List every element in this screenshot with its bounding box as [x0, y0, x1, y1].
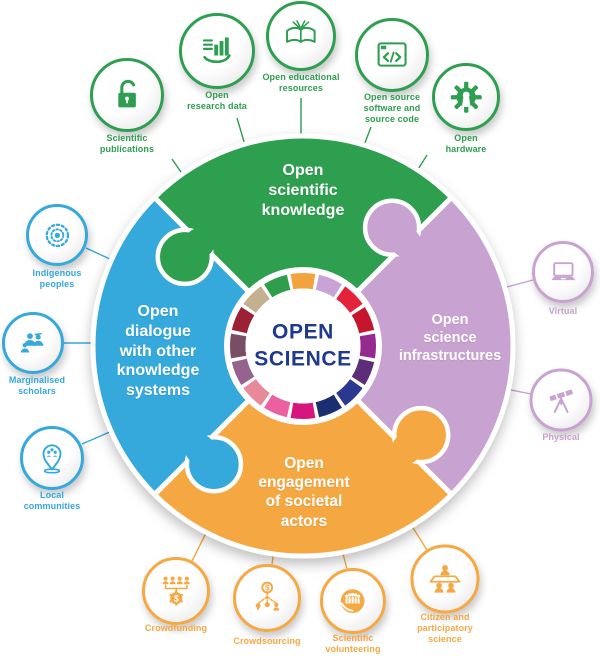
ring-segment [315, 394, 342, 418]
ring-segment [229, 333, 247, 359]
ring-segment [264, 274, 291, 298]
ring-segment [231, 307, 255, 334]
center-title-line2: SCIENCE [254, 348, 352, 371]
quadrant-label-open-scientific-knowledge: Open scientific knowledge [261, 162, 345, 219]
satellite-label-crowdfunding: Crowdfunding [144, 623, 208, 633]
satellite-label-scientific-publications: Scientific publications [99, 133, 155, 154]
ring-segment [290, 402, 316, 419]
ring-segment [351, 358, 375, 385]
puzzle-neck-blue [184, 434, 215, 465]
ring-segment [315, 274, 342, 298]
satellite-label-virtual: Virtual [548, 306, 578, 316]
center-disc [245, 288, 361, 404]
satellite-label-open-research-data: Open research data [187, 90, 247, 111]
ring-segment [359, 333, 377, 359]
ring-segment [243, 286, 270, 313]
satellite-label-open-educational-resources: Open educational resources [262, 72, 340, 93]
ring-segment [336, 286, 363, 313]
quadrant-label-open-dialogue: Open dialogue with other knowledge syste… [116, 303, 200, 400]
dotted-circles-icon [26, 204, 88, 266]
dollar-network-icon: $ [233, 564, 301, 632]
code-window-icon [355, 18, 429, 92]
ring-segment [351, 307, 375, 334]
dollar-glyph: $ [265, 583, 270, 593]
satellite-label-open-source-software: Open source software and source code [363, 92, 421, 124]
puzzle-neck-green [184, 227, 215, 258]
quadrant-open-scientific-knowledge-shape [152, 133, 454, 349]
gear-icon [432, 63, 500, 131]
satellite-label-citizen-participatory-science: Citizen and participatory science [417, 612, 473, 644]
satellite-label-scientific-volunteering: Scientific volunteering [325, 633, 381, 654]
ring-segment [290, 272, 316, 290]
ring-segment [336, 379, 363, 406]
puzzle-neck-purple [391, 227, 422, 258]
satellite-label-indigenous-peoples: Indigenous peoples [32, 268, 82, 289]
center-title: OPEN SCIENCE [254, 319, 352, 374]
puzzle-wheel [90, 133, 516, 559]
quadrant-open-science-infrastructures-shape [300, 195, 516, 497]
quadrant-label-open-engagement: Open engagement of societal actors [258, 455, 350, 530]
center-title-line1: OPEN [272, 320, 334, 344]
telescope-icon [529, 368, 593, 432]
satellite-label-open-hardware: Open hardware [445, 133, 487, 154]
puzzle-neck-orange [391, 434, 422, 465]
satellite-label-marginalised-scholars: Marginalised scholars [8, 375, 66, 396]
satellite-label-physical: Physical [542, 432, 580, 442]
people-gear-dollar-icon: $ [142, 557, 210, 625]
open-book-icon [266, 1, 336, 71]
laptop-icon [532, 241, 594, 303]
satellite-label-local-communities: Local communities [23, 490, 81, 511]
quadrant-label-open-science-infrastructures: Open science infrastructures [398, 312, 502, 364]
bar-chart-hand-icon [179, 13, 255, 89]
sdg-color-ring [229, 272, 377, 419]
quadrant-open-dialogue-shape [90, 195, 306, 497]
satellite-label-crowdsourcing: Crowdsourcing [233, 636, 301, 646]
quadrant-open-engagement-shape [152, 343, 454, 559]
ring-segment [243, 379, 270, 406]
people-table-icon [410, 544, 480, 614]
open-padlock-icon [90, 58, 164, 132]
location-pin-people-icon [20, 426, 84, 490]
ring-segment [264, 394, 291, 418]
people-group-icon [2, 312, 64, 374]
dollar-glyph: $ [173, 593, 178, 603]
hand-crowd-icon [320, 568, 386, 634]
ring-segment [231, 358, 255, 385]
